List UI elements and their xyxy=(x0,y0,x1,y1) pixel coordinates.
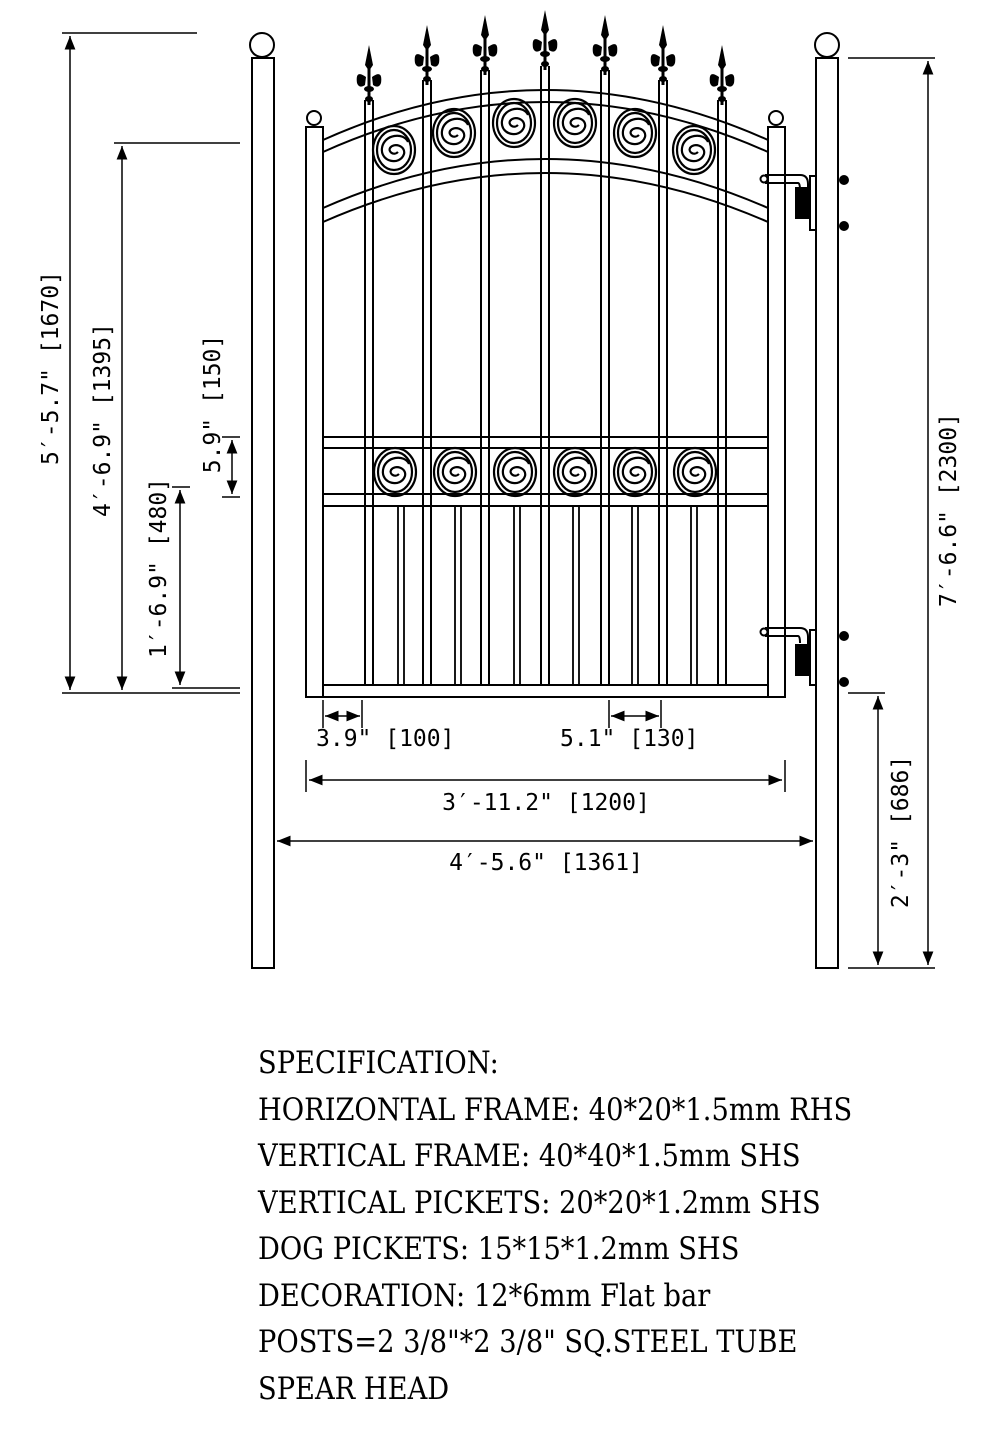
gate-frame xyxy=(249,32,840,969)
dim-post-height: 7′-6.6" [2300] xyxy=(936,413,962,607)
dim-gate-width: 3′-11.2" [1200] xyxy=(442,790,650,816)
dim-opening-width: 4′-5.6" [1361] xyxy=(449,850,643,876)
spec-line: HORIZONTAL FRAME: 40*20*1.5mm RHS xyxy=(258,1091,853,1128)
vertical-pickets xyxy=(364,66,727,685)
top-arch-rail xyxy=(322,89,769,141)
dim-bottom-gap: 3.9" [100] xyxy=(316,726,454,752)
spec-title: SPECIFICATION: xyxy=(258,1045,499,1081)
dim-frame-height: 4′-6.9" [1395] xyxy=(90,323,116,517)
spec-line: DOG PICKETS: 15*15*1.2mm SHS xyxy=(258,1231,740,1267)
middle-scroll-decorations xyxy=(372,446,718,498)
dim-left-height: 5′-5.7" [1670] xyxy=(38,271,64,465)
dog-pickets xyxy=(397,506,698,685)
dim-hinge-height: 2′-3" [686] xyxy=(888,756,914,908)
left-stile xyxy=(305,126,324,698)
spec-line: SPEAR HEAD xyxy=(258,1370,450,1407)
spec-line: VERTICAL FRAME: 40*40*1.5mm SHS xyxy=(258,1138,801,1174)
right-stile xyxy=(767,126,786,698)
spec-line: VERTICAL PICKETS: 20*20*1.2mm SHS xyxy=(258,1184,821,1221)
top-hinge xyxy=(759,174,849,231)
spec-line: POSTS=2 3/8"*2 3/8" SQ.STEEL TUBE xyxy=(258,1324,798,1360)
gate-drawing: 5′-5.7" [1670] 4′-6.9" [1395] 5.9" [150]… xyxy=(38,8,962,969)
dim-picket-spacing: 5.1" [130] xyxy=(560,726,698,752)
bottom-hinge xyxy=(759,627,849,687)
dimension-labels: 5′-5.7" [1670] 4′-6.9" [1395] 5.9" [150]… xyxy=(38,271,962,908)
right-post xyxy=(815,57,839,969)
right-post-cap xyxy=(814,32,840,58)
specification-block: SPECIFICATION: HORIZONTAL FRAME: 40*20*1… xyxy=(258,1040,892,1412)
spec-line: DECORATION: 12*6mm Flat bar xyxy=(258,1277,711,1314)
second-arch-rail xyxy=(322,158,769,209)
left-post xyxy=(251,57,275,969)
left-post-cap xyxy=(249,32,275,58)
top-scroll-decorations xyxy=(371,97,717,176)
dimension-lines xyxy=(62,32,935,969)
dim-bottom-section: 1′-6.9" [480] xyxy=(146,478,172,658)
dim-rail-gap: 5.9" [150] xyxy=(200,335,226,473)
